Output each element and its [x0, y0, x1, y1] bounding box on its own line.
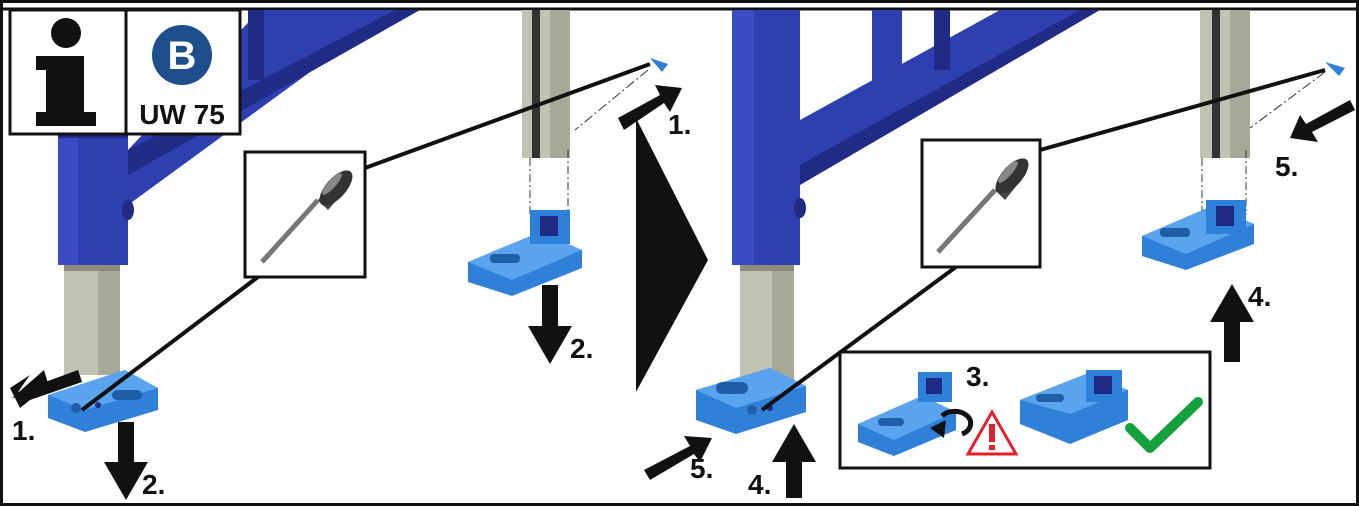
variant-code: UW 75 — [139, 99, 225, 130]
foot-left — [48, 370, 158, 432]
info-icon — [36, 18, 96, 126]
variant-badge: B UW 75 — [139, 25, 225, 130]
badge-area: B UW 75 — [8, 8, 242, 136]
label-step2-left: 2. — [142, 469, 165, 500]
check-mark-icon — [1125, 397, 1203, 453]
label-step5-right: 5. — [690, 453, 713, 484]
warning-triangle-icon — [965, 408, 1019, 456]
leader-line-left-2 — [364, 62, 651, 170]
label-step4-detail: 4. — [1248, 281, 1271, 312]
rotation-inset: 3. — [838, 350, 1212, 470]
arrow-step4-detail — [1210, 284, 1254, 362]
label-step1-left: 1. — [12, 415, 35, 446]
arrow-step2-detail — [528, 285, 572, 364]
leader-line-right-2 — [1039, 68, 1326, 152]
right-panel: 5. 4. 5. 4. — [644, 10, 1355, 500]
label-step2-detail: 2. — [570, 333, 593, 364]
next-step-arrow-icon — [636, 118, 708, 392]
arrow-step1-left — [10, 370, 82, 408]
foot-correct-orientation — [1020, 370, 1128, 444]
label-step5-detail: 5. — [1275, 151, 1298, 182]
foot-detail-left — [468, 10, 668, 296]
steel-leg-right — [740, 265, 794, 385]
arrow-step5-detail — [1290, 100, 1355, 142]
foot-wrong-orientation — [858, 372, 956, 456]
foot-detail-right — [1142, 10, 1345, 270]
screwdriver-icon — [260, 170, 353, 264]
arrow-step2-left — [104, 422, 148, 500]
rotate-arrow-icon — [930, 408, 974, 438]
arrow-step5-right — [644, 436, 712, 480]
label-step4-right: 4. — [748, 469, 771, 500]
foot-right — [696, 368, 806, 434]
variant-letter: B — [168, 34, 197, 78]
steel-leg-left — [64, 265, 120, 375]
screwdriver-icon — [936, 158, 1029, 254]
arrow-step1-detail — [618, 85, 682, 130]
screwdriver-box-right — [920, 138, 1042, 269]
label-step1-detail: 1. — [668, 109, 691, 140]
label-step3: 3. — [966, 361, 989, 392]
arrow-step4-right — [772, 424, 816, 498]
screwdriver-box-left — [243, 150, 367, 279]
blue-frame-right — [732, 10, 1100, 265]
